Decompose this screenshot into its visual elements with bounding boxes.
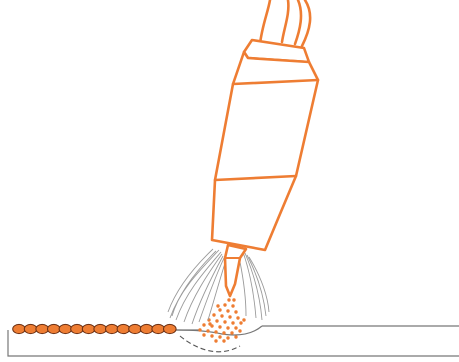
spatter-dot (222, 339, 226, 343)
torch-handle (210, 50, 320, 252)
spatter-dot (208, 322, 212, 326)
weld-bead-icon (163, 323, 177, 335)
spatter-dot (206, 329, 210, 333)
torch-nozzle (223, 243, 248, 298)
spatter-dot (236, 316, 240, 320)
weld-spatter (198, 298, 246, 343)
torch-cable-icon (280, 0, 290, 44)
spatter-dot (218, 308, 222, 312)
spatter-dot (234, 326, 238, 330)
spatter-dot (212, 313, 216, 317)
weld-bead-icon (139, 323, 154, 335)
spatter-dot (239, 321, 243, 325)
spatter-dot (215, 319, 219, 323)
spatter-dot (234, 310, 238, 314)
spatter-dot (214, 339, 218, 343)
weld-bead-icon (23, 323, 38, 335)
spatter-dot (226, 309, 230, 313)
spatter-dot (238, 329, 242, 333)
spatter-dot (223, 320, 227, 324)
spatter-dot (223, 303, 227, 307)
spatter-dot (232, 298, 236, 302)
spatter-dot (234, 335, 238, 339)
spatter-dot (231, 321, 235, 325)
weld-bead-icon (58, 323, 73, 335)
base-metal (7, 325, 459, 357)
torch-section-line (213, 174, 298, 182)
weld-bead-icon (12, 323, 26, 335)
spatter-dot (226, 326, 230, 330)
weld-bead-icon (35, 323, 50, 335)
torch-cable-icon (293, 0, 303, 46)
weld-bead-icon (70, 323, 84, 335)
spatter-dot (230, 331, 234, 335)
weld-pool-surface (175, 325, 263, 336)
weld-bead-icon (105, 323, 119, 335)
spatter-dot (227, 298, 231, 302)
torch-cable-icon (258, 0, 272, 46)
torch-section-line (231, 78, 320, 86)
weld-bead-icon (116, 323, 131, 335)
spatter-dot (198, 328, 202, 332)
welding-torch-icon (210, 0, 320, 298)
spatter-dot (218, 335, 222, 339)
spatter-dot (216, 304, 220, 308)
spatter-dot (228, 315, 232, 319)
spatter-dot (202, 323, 206, 327)
spatter-dot (210, 334, 214, 338)
spatter-dot (214, 330, 218, 334)
spatter-dot (202, 333, 206, 337)
weld-bead-icon (81, 323, 96, 335)
spatter-dot (218, 325, 222, 329)
spatter-dot (231, 304, 235, 308)
torch-cable-icon (300, 0, 312, 48)
weld-bead-icon (128, 323, 142, 335)
spatter-dot (242, 318, 246, 322)
shielding-gas (167, 248, 270, 325)
spatter-dot (226, 336, 230, 340)
weld-bead (12, 323, 177, 335)
weld-bead-icon (93, 323, 107, 335)
weld-bead-icon (47, 323, 61, 335)
weld-bead-icon (151, 323, 165, 335)
spatter-dot (220, 314, 224, 318)
spatter-dot (222, 331, 226, 335)
spatter-dot (207, 318, 211, 322)
penetration-line (179, 335, 241, 353)
